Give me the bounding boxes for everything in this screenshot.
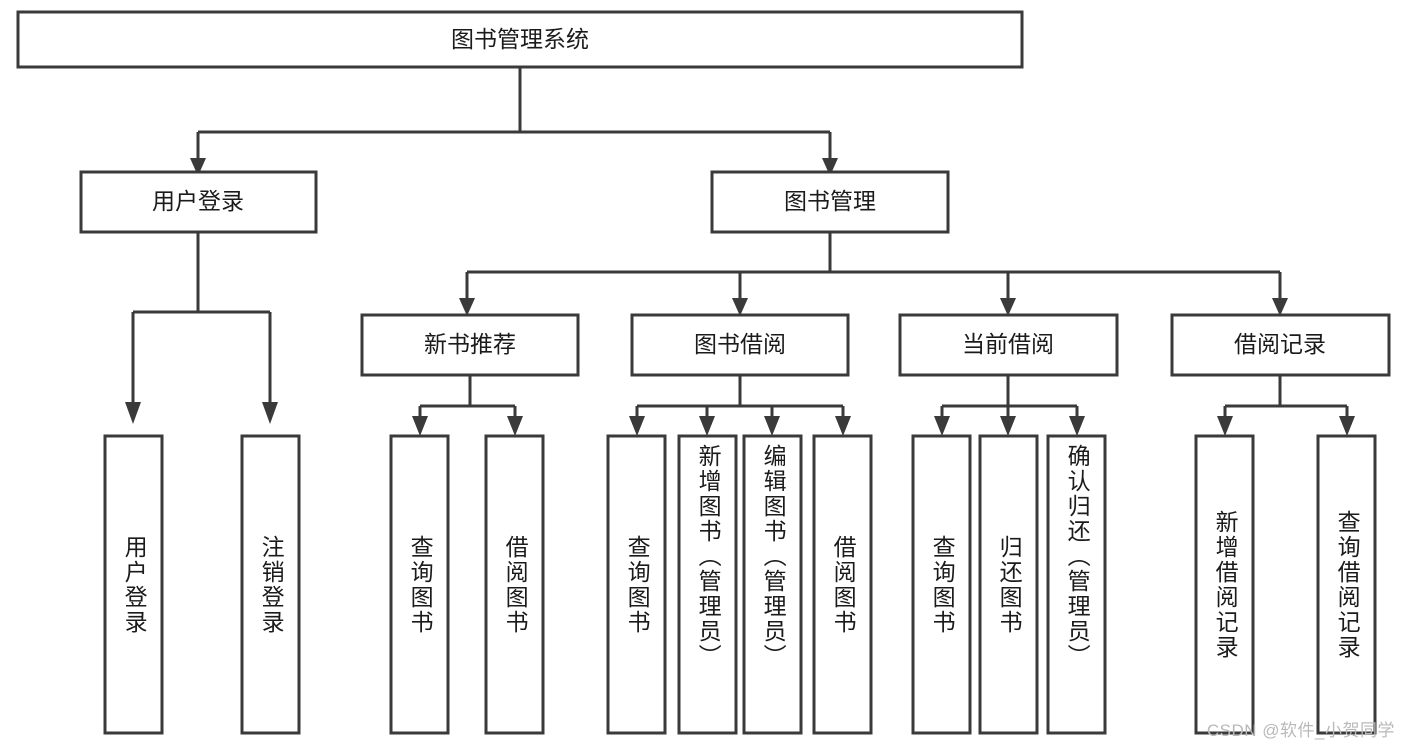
arrow-record-to-leaf12: [1339, 416, 1355, 436]
arrow-root-to-book-mgmt: [822, 158, 838, 176]
connector-record-bus: [1223, 375, 1349, 420]
node-borrow-record[interactable]: [1170, 313, 1391, 377]
arrow-record-to-leaf11: [1217, 416, 1233, 436]
arrow-current-to-leaf8: [934, 416, 950, 436]
node-leaf-borrow-book-2[interactable]: [812, 434, 873, 735]
connector-root-bus: [196, 67, 832, 160]
arrow-book-mgmt-to-current: [1000, 298, 1016, 316]
node-leaf-query-book-3[interactable]: [911, 434, 972, 735]
node-leaf-add-borrow-record[interactable]: [1194, 434, 1255, 735]
arrow-new-book-to-leaf2: [412, 416, 428, 436]
node-user-login-label: 用户登录: [152, 188, 244, 214]
node-current-borrow[interactable]: [898, 313, 1119, 377]
arrow-user-login-to-leaf0: [125, 402, 141, 424]
node-leaf-user-login[interactable]: [103, 434, 164, 735]
node-book-borrow-label: 图书借阅: [694, 331, 786, 357]
arrow-borrow-to-leaf5: [699, 416, 715, 436]
node-leaf-logout[interactable]: [240, 434, 301, 735]
arrow-borrow-to-leaf7: [835, 416, 851, 436]
node-book-management[interactable]: [710, 170, 950, 234]
node-user-login[interactable]: [79, 170, 318, 234]
node-leaf-borrow-book-1[interactable]: [484, 434, 545, 735]
node-layer: 图书管理系统 用户登录 图书管理 新书推荐 图书借阅 当前借阅 借阅记录: [16, 10, 1391, 735]
arrow-current-to-leaf9: [1000, 416, 1016, 436]
node-leaf-add-book-admin[interactable]: [677, 434, 738, 735]
watermark-text: CSDN @软件_小贺同学: [1206, 721, 1395, 740]
arrow-borrow-to-leaf6: [764, 416, 780, 436]
connector-book-mgmt-bus: [465, 232, 1282, 300]
node-new-book-recommend-label: 新书推荐: [424, 331, 516, 357]
node-current-borrow-label: 当前借阅: [962, 331, 1054, 357]
node-book-management-label: 图书管理: [784, 188, 876, 214]
connector-user-login-bus: [131, 232, 272, 404]
node-leaf-confirm-return-admin[interactable]: [1046, 434, 1107, 735]
node-leaf-query-book-1[interactable]: [389, 434, 450, 735]
node-leaf-edit-book-admin[interactable]: [742, 434, 803, 735]
arrow-book-mgmt-to-borrow: [732, 298, 748, 316]
arrow-book-mgmt-to-new-book: [459, 298, 475, 316]
arrow-current-to-leaf10: [1069, 416, 1085, 436]
arrow-borrow-to-leaf4: [629, 416, 645, 436]
arrow-user-login-to-leaf1: [262, 402, 278, 424]
connector-layer: [125, 67, 1355, 436]
connector-current-bus: [940, 375, 1079, 420]
arrow-root-to-user-login: [190, 158, 206, 176]
connector-new-book-bus: [418, 375, 517, 420]
arrow-book-mgmt-to-record: [1272, 298, 1288, 316]
node-root[interactable]: [16, 10, 1024, 69]
node-root-label: 图书管理系统: [451, 26, 589, 52]
node-leaf-return-book[interactable]: [978, 434, 1039, 735]
arrow-new-book-to-leaf3: [507, 416, 523, 436]
node-leaf-query-book-2[interactable]: [606, 434, 667, 735]
node-book-borrow[interactable]: [630, 313, 850, 377]
connector-borrow-bus: [635, 375, 845, 420]
node-borrow-record-label: 借阅记录: [1234, 331, 1326, 357]
node-new-book-recommend[interactable]: [360, 313, 580, 377]
node-leaf-query-borrow-record[interactable]: [1316, 434, 1377, 735]
